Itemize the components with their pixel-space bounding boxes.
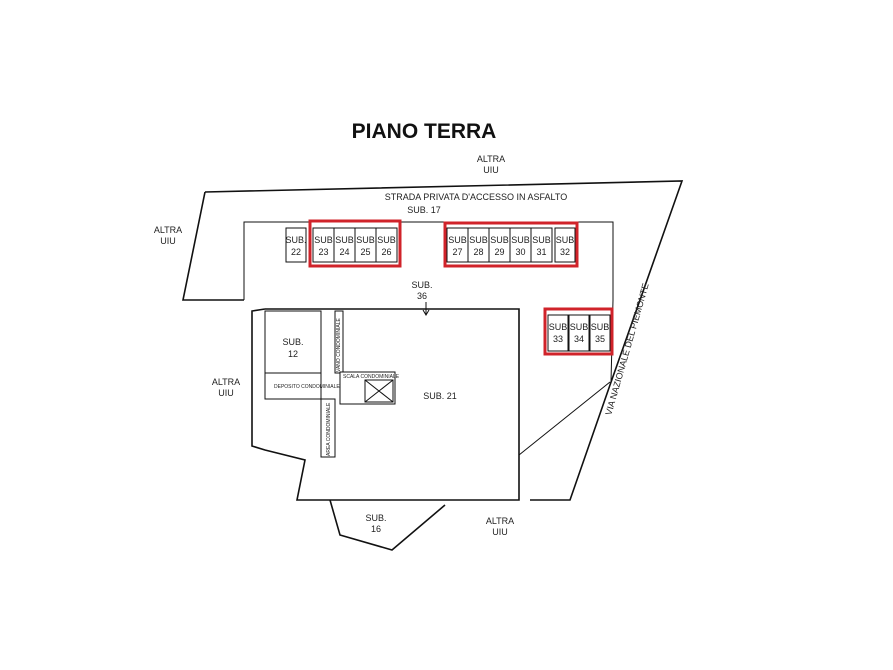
- garage-box-35: [589, 314, 611, 352]
- label-altra-uiu-top-1: ALTRA: [477, 154, 505, 164]
- area-sub16: [329, 499, 446, 551]
- label-sub21: SUB. 21: [423, 391, 457, 401]
- garage-number-35: 35: [595, 334, 605, 344]
- garage-box-26: [375, 227, 398, 263]
- garage-side: SUB 33 SUB 34 SUB 35: [547, 314, 611, 352]
- garage-sub-label: SUB: [570, 322, 589, 332]
- label-altra-uiu-bottom-2: UIU: [492, 527, 508, 537]
- garage-number-30: 30: [515, 247, 525, 257]
- ramp-line: [518, 381, 611, 456]
- garage-number-26: 26: [381, 247, 391, 257]
- garage-sub-label: SUB: [511, 235, 530, 245]
- garage-sub-label: SUB: [335, 235, 354, 245]
- garage-number-25: 25: [360, 247, 370, 257]
- garage-sub-label: SUB: [591, 322, 610, 332]
- garage-box-34: [568, 314, 590, 352]
- label-sub16-2: 16: [371, 524, 381, 534]
- garage-sub-label: SUB: [356, 235, 375, 245]
- garage-sub-label: SUB: [448, 235, 467, 245]
- garage-sub-label: SUB: [549, 322, 568, 332]
- highlight-sub27-32: [443, 221, 579, 268]
- label-altra-uiu-bottom-1: ALTRA: [486, 516, 514, 526]
- label-sub12-2: 12: [288, 349, 298, 359]
- label-sub16-1: SUB.: [365, 513, 386, 523]
- garage-row: SUB. 22 SUB 23 SUB 24 SUB 25 SUB 26 SUB 27 SUB 28 SUB 2…: [285, 227, 576, 263]
- garage-sub-label: SUB: [490, 235, 509, 245]
- elevator-x2: [364, 379, 394, 403]
- label-altra-uiu-mid-2: UIU: [218, 388, 234, 398]
- label-altra-uiu-left-2: UIU: [160, 236, 176, 246]
- label-road: STRADA PRIVATA D'ACCESSO IN ASFALTO: [385, 192, 567, 202]
- garage-sub-label: SUB: [314, 235, 333, 245]
- garage-sub-label: SUB: [469, 235, 488, 245]
- garage-number-27: 27: [452, 247, 462, 257]
- note-vano: VANO CONDOMINIALE: [336, 318, 342, 372]
- room-deposito: [264, 372, 322, 400]
- label-sub17: SUB. 17: [407, 205, 441, 215]
- label-altra-uiu-top-2: UIU: [483, 165, 499, 175]
- garage-number-32: 32: [560, 247, 570, 257]
- garage-number-23: 23: [318, 247, 328, 257]
- site-boundary-left: [182, 191, 244, 301]
- garage-sub-label: SUB: [532, 235, 551, 245]
- note-deposito: DEPOSITO CONDOMINIALE: [274, 384, 340, 390]
- garage-box-22: [285, 227, 307, 263]
- note-area: AREA CONDOMINIALE: [326, 402, 332, 456]
- garage-sub-label: SUB: [556, 235, 575, 245]
- label-altra-uiu-mid-1: ALTRA: [212, 377, 240, 387]
- garage-number-28: 28: [473, 247, 483, 257]
- building-sub21: [251, 308, 520, 501]
- garage-box-33: [547, 314, 569, 352]
- highlight-sub33-35: [543, 307, 614, 356]
- garage-sub-label: SUB: [377, 235, 396, 245]
- garage-box-31: [530, 227, 553, 263]
- garage-number-31: 31: [536, 247, 546, 257]
- garage-number-24: 24: [339, 247, 349, 257]
- note-scala: SCALA CONDOMINIALE: [343, 374, 400, 380]
- garage-number-33: 33: [553, 334, 563, 344]
- highlight-sub23-26: [308, 219, 402, 268]
- corridor: [320, 398, 336, 458]
- label-sub36-1: SUB.: [411, 280, 432, 290]
- site-boundary: [204, 180, 684, 501]
- garage-number-34: 34: [574, 334, 584, 344]
- entrance-arrow-head: [422, 309, 430, 316]
- label-sub36-2: 36: [417, 291, 427, 301]
- plan-title: PIANO TERRA: [352, 120, 497, 143]
- label-sub12-1: SUB.: [282, 337, 303, 347]
- garage-box-32: [554, 227, 576, 263]
- garage-number-22: 22: [291, 247, 301, 257]
- label-altra-uiu-left-1: ALTRA: [154, 225, 182, 235]
- wall-block: [334, 310, 344, 374]
- garage-sub-label: SUB.: [285, 235, 306, 245]
- garage-number-29: 29: [494, 247, 504, 257]
- room-sub12: [264, 310, 322, 374]
